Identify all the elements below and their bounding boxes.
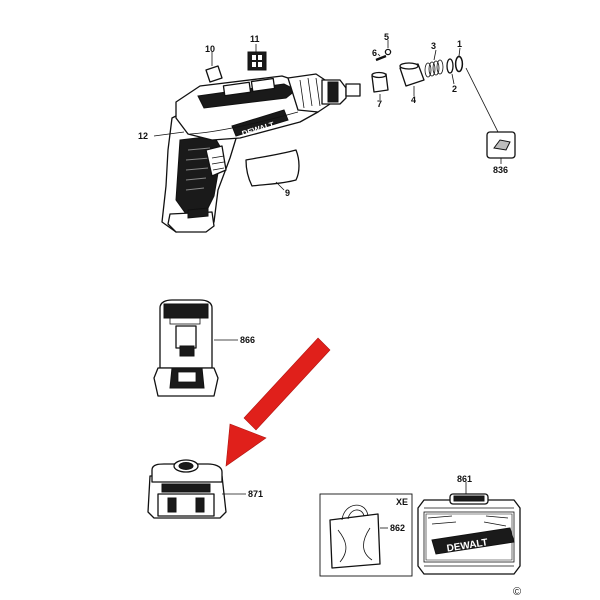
part-866-battery (153, 299, 238, 397)
screwdriver-body: DEWALT (161, 73, 361, 233)
part-836-bit-holder-card (486, 131, 516, 164)
part-9-label-sheet (245, 149, 300, 191)
part-11-switch-label (247, 44, 267, 71)
label-2: 2 (452, 84, 457, 94)
label-6: 6 (372, 48, 377, 58)
part-6-pin (375, 53, 387, 62)
part-862-storage-bag (329, 504, 388, 569)
label-871: 871 (248, 489, 263, 499)
part-7-sleeve (371, 71, 389, 100)
label-3: 3 (431, 41, 436, 51)
region-tag-xe: XE (396, 497, 408, 507)
leader-836 (465, 67, 499, 133)
label-9: 9 (285, 188, 290, 198)
leader-12 (153, 131, 185, 137)
part-861-carry-case: DEWALT (417, 482, 521, 575)
label-866: 866 (240, 335, 255, 345)
part-1-clip (454, 47, 464, 73)
label-5: 5 (384, 32, 389, 42)
label-4: 4 (411, 95, 416, 105)
part-10-switch-cap (205, 52, 223, 83)
label-861: 861 (457, 474, 472, 484)
label-11: 11 (250, 34, 260, 44)
label-7: 7 (377, 99, 382, 109)
part-871-charger (147, 459, 246, 519)
copyright-mark: © (513, 586, 521, 598)
label-10: 10 (205, 44, 215, 54)
label-862: 862 (390, 523, 405, 533)
label-1: 1 (457, 39, 462, 49)
part-2-washer (446, 58, 455, 85)
label-836: 836 (493, 165, 508, 175)
part-5-ball (384, 40, 392, 56)
part-4-collar (399, 62, 425, 96)
region-box-xe (319, 493, 413, 577)
part-3-spring (424, 49, 444, 78)
label-12: 12 (138, 131, 148, 141)
red-pointer-arrow (225, 337, 331, 467)
